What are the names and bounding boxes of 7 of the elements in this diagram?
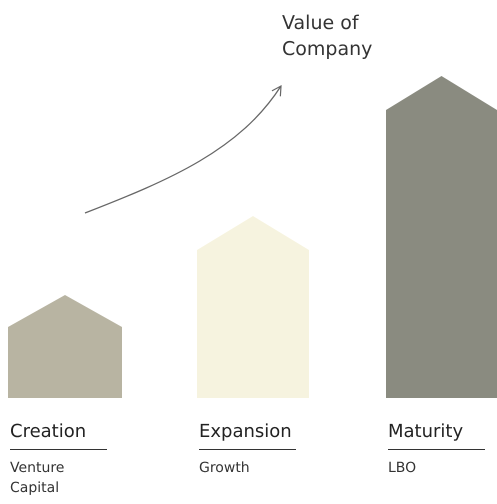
axis-label: Value of Company — [282, 11, 374, 62]
stage-title: Maturity — [388, 420, 485, 450]
stage-title: Expansion — [199, 420, 296, 450]
stage-title: Creation — [10, 420, 107, 450]
stage-caption: Venture Capital — [10, 459, 66, 498]
stage-caption: LBO — [388, 459, 418, 478]
stage-caption: Growth — [199, 459, 251, 478]
